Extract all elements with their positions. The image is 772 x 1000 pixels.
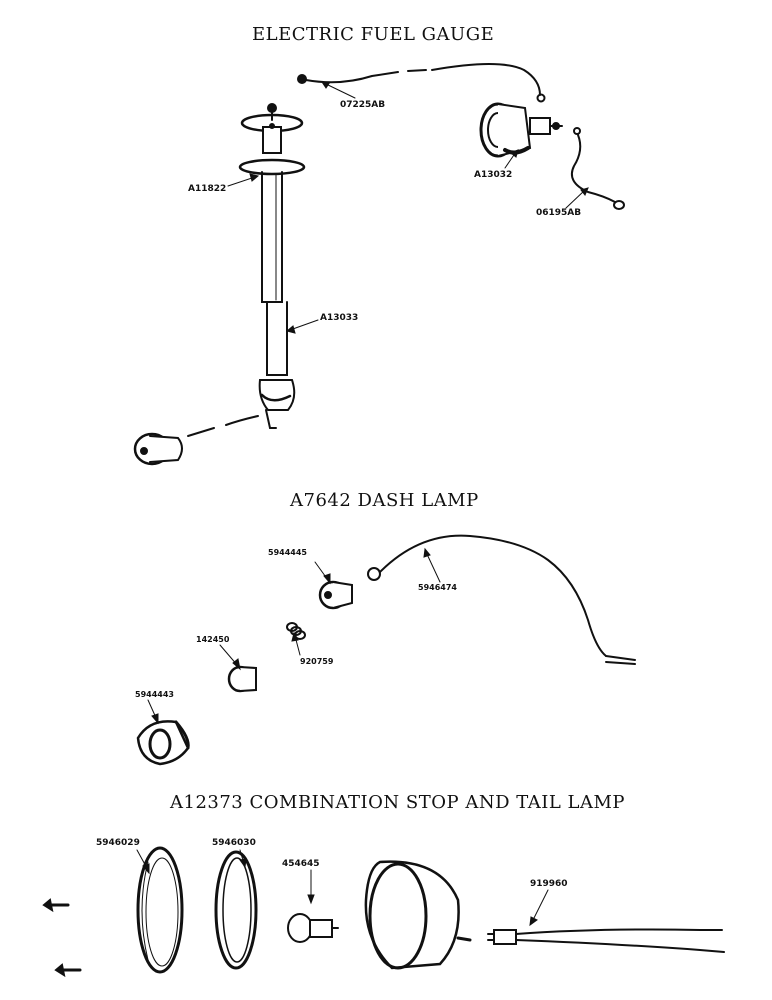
part-number-socket: 5944445: [268, 548, 307, 557]
tank-unit-a13033-drawing: [238, 103, 306, 429]
lens-drawing: [136, 846, 184, 974]
fuel-gauge-leaders: [227, 81, 589, 334]
part-number-tail-bulb: 454645: [282, 859, 320, 869]
tail-lamp-title: A12373 COMBINATION STOP AND TAIL LAMP: [170, 792, 626, 813]
part-number-lens: 5946029: [96, 838, 140, 848]
part-number-wire-top: 07225AB: [340, 100, 386, 110]
dash-lamp-leaders: [147, 547, 441, 725]
wire-07225ab-drawing: [297, 63, 546, 103]
part-number-gasket: 5946030: [212, 838, 256, 848]
fuel-gauge-title: ELECTRIC FUEL GAUGE: [252, 24, 495, 45]
wire-06195ab-drawing: [570, 127, 625, 210]
dash-lamp-wire-drawing: [367, 534, 636, 665]
gauge-a13032-drawing: [479, 102, 563, 158]
part-number-shell: 5944443: [135, 690, 174, 699]
dash-lamp-title: A7642 DASH LAMP: [290, 490, 479, 511]
tail-bulb-drawing: [287, 913, 339, 943]
part-number-gauge: A13032: [474, 170, 513, 180]
part-number-spring: 920759: [300, 657, 334, 666]
float-drawing: [133, 415, 259, 466]
part-number-dash-wire: 5946474: [418, 583, 457, 592]
gasket-drawing: [214, 850, 258, 970]
harness-drawing: [487, 928, 725, 953]
dash-lamp-bulb-drawing: [227, 665, 257, 693]
dash-lamp-shell-drawing: [136, 720, 190, 766]
tail-lamp-leaders: [136, 849, 549, 927]
part-number-wire-right: 06195AB: [536, 208, 582, 218]
part-number-harness: 919960: [530, 879, 568, 889]
part-number-flange: A11822: [188, 184, 227, 194]
part-number-tank-unit: A13033: [320, 313, 359, 323]
tail-lamp-housing-drawing: [364, 860, 472, 970]
part-number-dash-bulb: 142450: [196, 635, 230, 644]
screws-drawing: [42, 898, 82, 978]
dash-lamp-socket-drawing: [318, 580, 353, 610]
